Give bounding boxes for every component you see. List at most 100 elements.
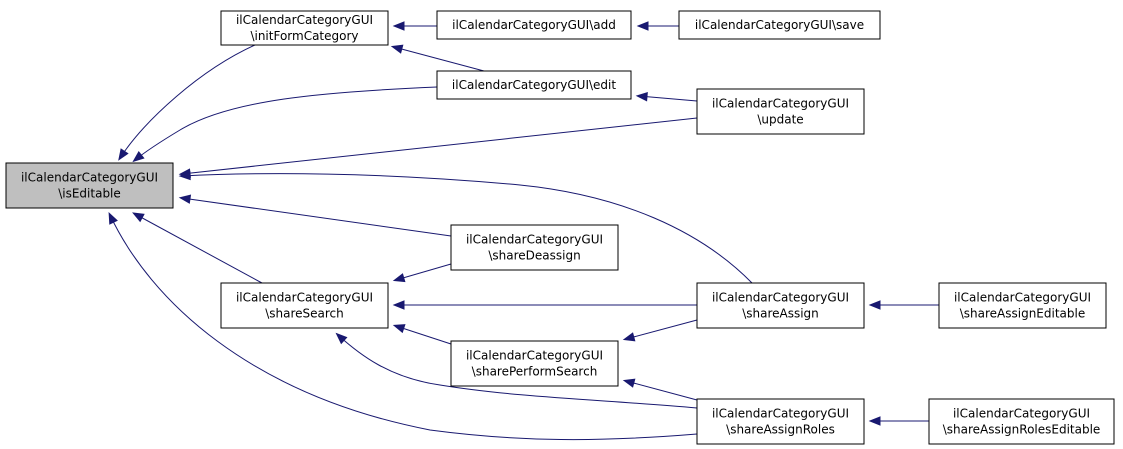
- node-sharePerformSearch[interactable]: ilCalendarCategoryGUI \sharePerformSearch: [450, 340, 619, 387]
- edge-shareDeassign-to-isEditable: [178, 194, 452, 237]
- edge-shareAssign-to-isEditable-line: [181, 173, 753, 284]
- edge-shareAssignRoles-to-isEditable-line: [109, 214, 698, 441]
- edge-shareAssignRoles-to-shareSearch: [335, 332, 698, 409]
- node-isEditable[interactable]: ilCalendarCategoryGUI \isEditable: [5, 162, 174, 209]
- node-shareAssignRoles-label-1: \shareAssignRoles: [726, 423, 835, 437]
- node-shareAssignEditable-label-1: \shareAssignEditable: [960, 307, 1086, 321]
- node-add[interactable]: ilCalendarCategoryGUI\add: [436, 10, 632, 40]
- node-shareAssignRoles-box: [696, 398, 865, 445]
- node-isEditable-box: [5, 162, 174, 209]
- node-save[interactable]: ilCalendarCategoryGUI\save: [678, 10, 881, 40]
- edge-shareSearch-to-isEditable-line: [134, 213, 263, 284]
- node-shareAssign-label-0: ilCalendarCategoryGUI: [712, 291, 849, 305]
- node-shareSearch[interactable]: ilCalendarCategoryGUI \shareSearch: [220, 282, 389, 329]
- node-shareAssign-box: [696, 282, 865, 329]
- node-shareAssignRolesEditable-label-0: ilCalendarCategoryGUI: [953, 407, 1090, 421]
- edge-update-to-edit-arrowhead: [635, 92, 648, 102]
- edge-update-to-isEditable-line: [181, 117, 698, 175]
- edge-shareAssignRoles-to-shareSearch-line: [337, 334, 698, 409]
- edge-shareAssignRoles-to-sharePerformSearch-line: [625, 380, 698, 401]
- edge-add-to-initFormCategory-arrowhead: [392, 21, 405, 31]
- node-sharePerformSearch-label-1: \sharePerformSearch: [472, 365, 598, 379]
- node-shareDeassign-label-1: \shareDeassign: [488, 249, 580, 263]
- edge-shareAssign-to-shareSearch: [392, 300, 697, 310]
- node-shareAssignRolesEditable-label-1: \shareAssignRolesEditable: [943, 423, 1101, 437]
- node-shareAssignRoles[interactable]: ilCalendarCategoryGUI \shareAssignRoles: [696, 398, 865, 445]
- edge-shareAssign-to-sharePerformSearch-line: [625, 319, 698, 340]
- node-initFormCategory[interactable]: ilCalendarCategoryGUI\initFormCategory: [220, 10, 389, 46]
- edge-shareAssign-to-sharePerformSearch-arrowhead: [622, 332, 636, 342]
- node-isEditable-label-0: ilCalendarCategoryGUI: [21, 171, 158, 185]
- edge-shareDeassign-to-shareSearch-arrowhead: [392, 273, 406, 283]
- edge-update-to-isEditable: [178, 117, 698, 178]
- node-shareAssignRolesEditable[interactable]: ilCalendarCategoryGUI \shareAssignRolesEd…: [928, 398, 1115, 445]
- node-shareDeassign-label-0: ilCalendarCategoryGUI: [466, 233, 603, 247]
- edge-shareAssignEditable-to-shareAssign-arrowhead: [868, 300, 881, 310]
- edge-edit-to-isEditable-line: [134, 86, 438, 161]
- edge-update-to-edit-line: [638, 95, 698, 102]
- edge-edit-to-initFormCategory-arrowhead: [390, 44, 404, 54]
- edge-save-to-add: [636, 21, 679, 31]
- edge-shareAssignRoles-to-sharePerformSearch: [622, 378, 698, 401]
- node-add-label-0: ilCalendarCategoryGUI\add: [452, 18, 616, 32]
- node-sharePerformSearch-label-0: ilCalendarCategoryGUI: [466, 349, 603, 363]
- edge-shareAssignRolesEditable-to-shareAssignRoles-arrowhead: [868, 416, 881, 426]
- edge-shareDeassign-to-shareSearch-line: [395, 263, 452, 281]
- node-shareSearch-label-1: \shareSearch: [265, 307, 344, 321]
- node-shareAssignEditable[interactable]: ilCalendarCategoryGUI \shareAssignEditabl…: [938, 282, 1107, 329]
- node-edit-box: [436, 70, 632, 100]
- node-shareSearch-label-0: ilCalendarCategoryGUI: [236, 291, 373, 305]
- edge-shareAssignRoles-to-isEditable-arrowhead: [108, 211, 118, 225]
- node-edit[interactable]: ilCalendarCategoryGUI\edit: [436, 70, 632, 100]
- edge-shareAssign-to-isEditable: [178, 170, 753, 284]
- edge-initFormCategory-to-isEditable-arrowhead: [118, 148, 129, 161]
- edge-shareAssignRolesEditable-to-shareAssignRoles: [868, 416, 929, 426]
- edge-shareAssignEditable-to-shareAssign: [868, 300, 939, 310]
- edge-shareAssign-to-isEditable-arrowhead: [178, 170, 191, 181]
- node-shareAssignEditable-box: [938, 282, 1107, 329]
- edge-shareAssignRoles-to-sharePerformSearch-arrowhead: [622, 378, 636, 388]
- edge-initFormCategory-to-isEditable-line: [119, 44, 256, 159]
- node-shareAssignEditable-label-0: ilCalendarCategoryGUI: [954, 291, 1091, 305]
- edge-shareDeassign-to-shareSearch: [392, 263, 452, 283]
- edge-edit-to-initFormCategory: [390, 44, 485, 72]
- edge-sharePerformSearch-to-shareSearch-line: [395, 325, 452, 345]
- node-shareSearch-box: [220, 282, 389, 329]
- edge-save-to-add-arrowhead: [636, 21, 649, 31]
- edge-sharePerformSearch-to-shareSearch: [392, 324, 452, 345]
- node-shareAssign[interactable]: ilCalendarCategoryGUI \shareAssign: [696, 282, 865, 329]
- edge-add-to-initFormCategory: [392, 21, 437, 31]
- edge-shareDeassign-to-isEditable-line: [181, 197, 452, 237]
- node-save-box: [678, 10, 881, 40]
- edge-shareAssignRoles-to-shareSearch-arrowhead: [335, 332, 348, 345]
- edge-shareDeassign-to-isEditable-arrowhead: [178, 194, 192, 204]
- node-update-box: [696, 88, 865, 135]
- node-edit-label-0: ilCalendarCategoryGUI\edit: [452, 78, 616, 92]
- edge-initFormCategory-to-isEditable: [118, 44, 256, 161]
- node-save-label-0: ilCalendarCategoryGUI\save: [695, 18, 864, 32]
- edge-edit-to-initFormCategory-line: [393, 46, 485, 72]
- node-shareAssignRoles-label-0: ilCalendarCategoryGUI: [712, 407, 849, 421]
- node-initFormCategory-label-1: \initFormCategory: [250, 29, 358, 43]
- nodes-layer: ilCalendarCategoryGUI\isEditableilCalend…: [5, 10, 1115, 445]
- edge-shareAssign-to-sharePerformSearch: [622, 319, 698, 342]
- node-shareDeassign[interactable]: ilCalendarCategoryGUI \shareDeassign: [450, 224, 619, 271]
- edge-shareAssign-to-shareSearch-arrowhead: [392, 300, 405, 310]
- node-shareAssign-label-1: \shareAssign: [742, 307, 819, 321]
- edge-sharePerformSearch-to-shareSearch-arrowhead: [392, 324, 406, 334]
- edge-edit-to-isEditable: [132, 86, 438, 163]
- node-add-box: [436, 10, 632, 40]
- node-shareDeassign-box: [450, 224, 619, 271]
- node-update[interactable]: ilCalendarCategoryGUI\update: [696, 88, 865, 135]
- node-sharePerformSearch-box: [450, 340, 619, 387]
- node-initFormCategory-box: [220, 10, 389, 46]
- edge-shareAssignRoles-to-isEditable: [108, 211, 698, 441]
- node-shareAssignRolesEditable-box: [928, 398, 1115, 445]
- edge-update-to-edit: [635, 92, 698, 102]
- edge-shareSearch-to-isEditable-arrowhead: [132, 212, 145, 223]
- edge-edit-to-isEditable-arrowhead: [132, 150, 145, 163]
- node-update-label-0: ilCalendarCategoryGUI: [712, 97, 849, 111]
- edge-shareSearch-to-isEditable: [132, 212, 263, 284]
- node-isEditable-label-1: \isEditable: [58, 187, 121, 201]
